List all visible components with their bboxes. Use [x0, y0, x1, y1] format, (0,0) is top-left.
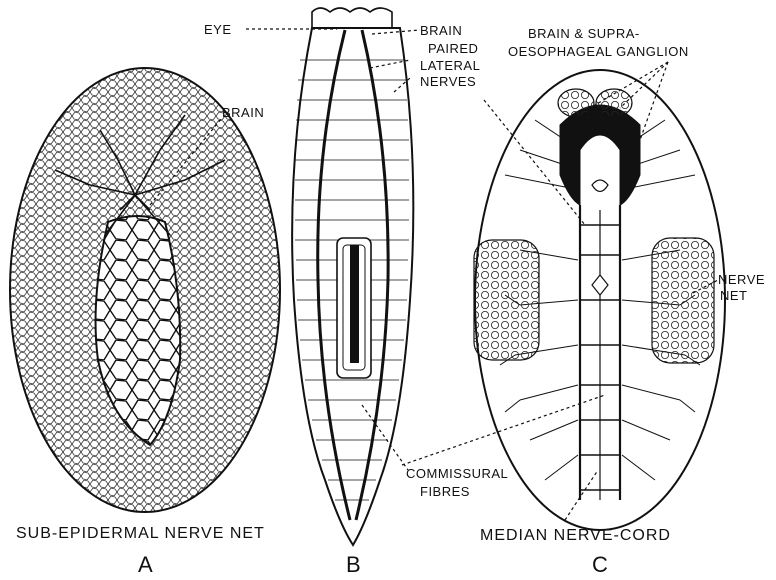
nerve-net-patch-left [474, 240, 539, 360]
brain-lobe-left [558, 89, 594, 117]
head-b [312, 8, 392, 28]
label-commissural-2: FIBRES [420, 484, 470, 499]
label-nerve-net-1: NERVE [718, 272, 765, 287]
label-brain-a: BRAIN [222, 105, 264, 120]
panel-a: BRAIN SUB-EPIDERMAL NERVE NET A [10, 68, 280, 577]
panel-letter-c: C [592, 552, 608, 577]
pharynx-b [337, 238, 371, 378]
label-brain-b: BRAIN [420, 23, 462, 38]
panel-letter-b: B [346, 552, 361, 577]
caption-c: MEDIAN NERVE-CORD [480, 527, 671, 544]
caption-a: SUB-EPIDERMAL NERVE NET [16, 525, 265, 542]
label-paired-lateral-2: LATERAL [420, 58, 480, 73]
label-eye: EYE [204, 22, 232, 37]
nerve-net-patch-right [652, 238, 714, 363]
panel-letter-a: A [138, 552, 153, 577]
label-nerve-net-2: NET [720, 288, 748, 303]
label-paired-lateral-3: NERVES [420, 74, 476, 89]
panel-c: BRAIN & SUPRA- OESOPHAGEAL GANGLION NERV… [402, 26, 765, 577]
label-paired-lateral-1: PAIRED [428, 41, 478, 56]
label-commissural-1: COMMISSURAL [406, 466, 508, 481]
label-brain-supra-2: OESOPHAGEAL GANGLION [508, 44, 689, 59]
label-brain-supra-1: BRAIN & SUPRA- [528, 26, 640, 41]
